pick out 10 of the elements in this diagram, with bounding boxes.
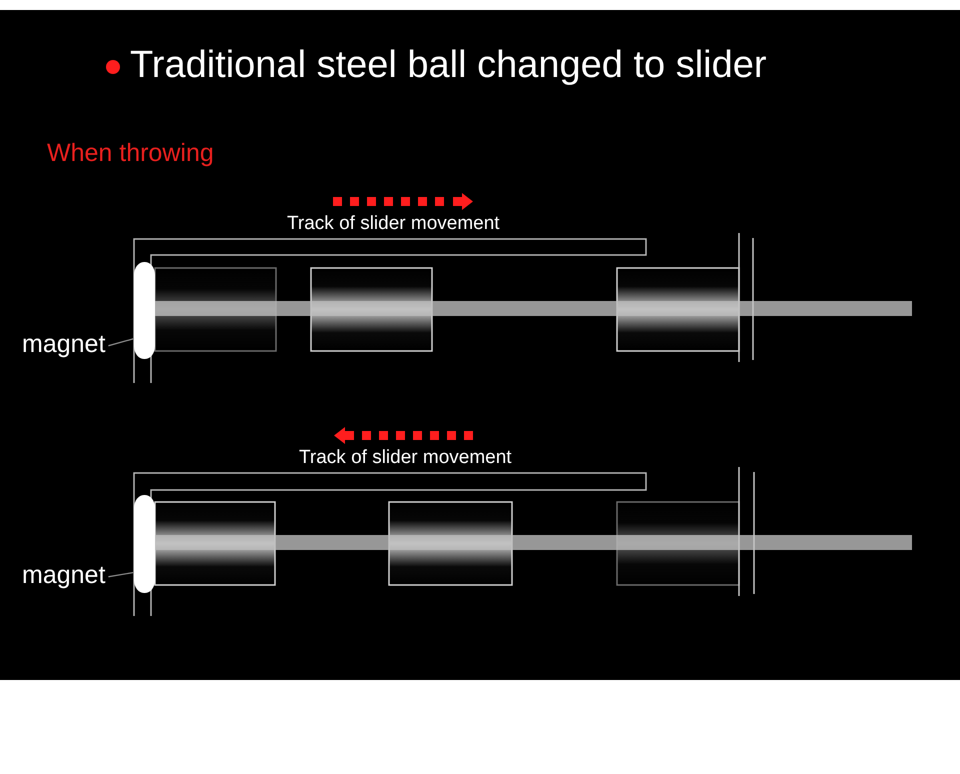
track-label: Track of slider movement xyxy=(287,214,500,233)
section-label: When throwing xyxy=(47,141,214,166)
part-label: magnet xyxy=(22,563,106,588)
part-label: magnet xyxy=(22,332,106,357)
track-label: Track of slider movement xyxy=(299,448,512,467)
magnet xyxy=(134,262,155,359)
leader-line xyxy=(108,572,134,578)
magnet xyxy=(134,495,155,593)
leader-line xyxy=(108,338,134,346)
title: Traditional steel ball changed to slider xyxy=(130,46,767,84)
